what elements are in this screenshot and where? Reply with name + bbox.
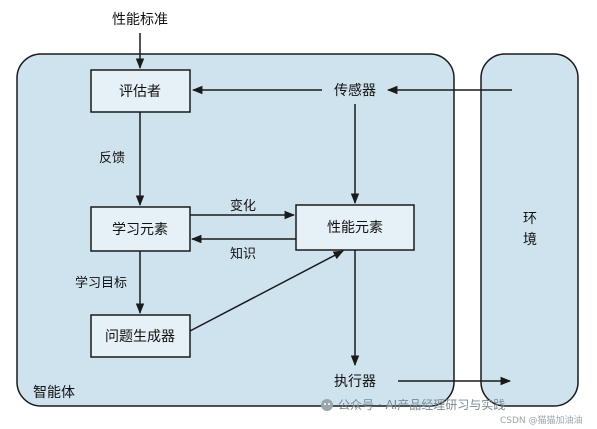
environment-label-1: 环	[523, 211, 537, 227]
wechat-icon	[321, 399, 333, 411]
change-label: 变化	[230, 198, 256, 214]
actuator-label: 执行器	[334, 374, 376, 390]
feedback-label: 反馈	[99, 151, 125, 166]
watermark-text: 公众号 · AI产品经理研习与实践	[338, 397, 505, 412]
learning-goals-label: 学习目标	[75, 275, 127, 291]
watermark-sub: CSDN @猫猫加油油	[500, 414, 583, 426]
environment-label-2: 境	[523, 232, 537, 248]
environment-panel	[480, 53, 579, 407]
knowledge-label: 知识	[230, 246, 256, 262]
problem-generator-label: 问题生成器	[105, 329, 175, 345]
problem-generator-box	[90, 314, 191, 358]
evaluator-label: 评估者	[119, 84, 161, 100]
evaluator-box	[90, 69, 191, 113]
agent-label: 智能体	[33, 385, 75, 401]
learning-element-box	[90, 206, 191, 252]
performance-element-box	[295, 204, 415, 251]
sensor-label: 传感器	[334, 82, 376, 99]
performance-standard-label: 性能标准	[112, 12, 168, 28]
connector-arrows	[135, 33, 512, 386]
performance-element-label: 性能元素	[327, 220, 383, 236]
learning-element-label: 学习元素	[112, 222, 168, 238]
watermark: 公众号 · AI产品经理研习与实践 CSDN @猫猫加油油	[321, 397, 583, 426]
arrow-problem-to-performance	[189, 250, 344, 332]
